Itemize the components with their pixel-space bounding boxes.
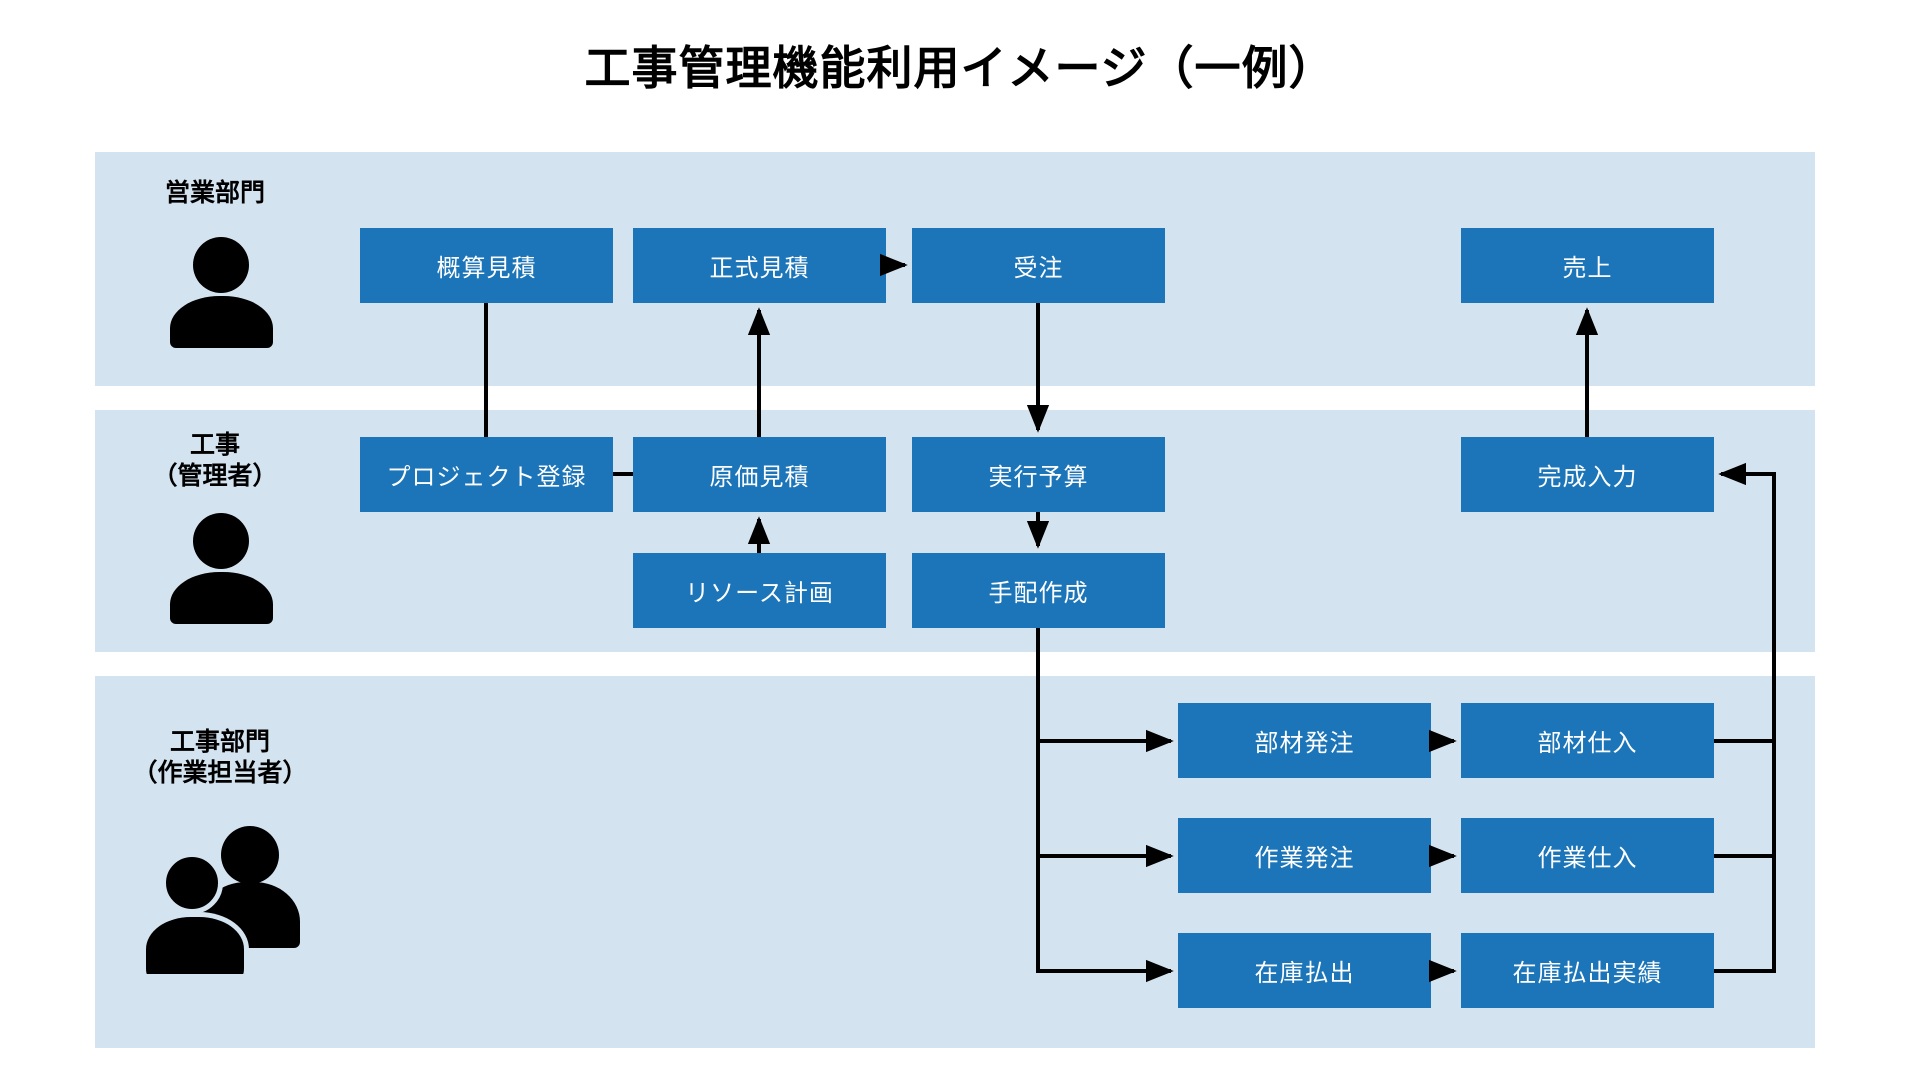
process-box-completion-input[interactable]: 完成入力: [1461, 437, 1714, 512]
swimlane-label-manager: 工事 （管理者）: [110, 430, 320, 493]
process-box-stock-issue-result[interactable]: 在庫払出実績: [1461, 933, 1714, 1008]
swimlane-label-sales: 営業部門: [164, 179, 265, 207]
process-box-sales-amount[interactable]: 売上: [1461, 228, 1714, 303]
swimlane-label-field-line2: （作業担当者）: [132, 759, 308, 788]
process-box-order-received[interactable]: 受注: [912, 228, 1165, 303]
person-head-shape: [193, 237, 249, 293]
swimlane-label-field: 工事部門 （作業担当者）: [100, 727, 340, 790]
process-box-work-purchase[interactable]: 作業仕入: [1461, 818, 1714, 893]
process-box-resource-plan[interactable]: リソース計画: [633, 553, 886, 628]
person-body-shape: [170, 296, 273, 348]
page-title: 工事管理機能利用イメージ（一例）: [584, 42, 1336, 94]
process-box-rough-estimate[interactable]: 概算見積: [360, 228, 613, 303]
person-head-shape-front: [161, 852, 223, 914]
swimlane-label-manager-line1: 工事: [189, 431, 240, 459]
process-box-arrangement-creation[interactable]: 手配作成: [912, 553, 1165, 628]
person-body-shape: [170, 572, 273, 624]
process-box-parts-order[interactable]: 部材発注: [1178, 703, 1431, 778]
process-box-parts-purchase[interactable]: 部材仕入: [1461, 703, 1714, 778]
single-person-icon: [160, 513, 286, 624]
process-box-project-registration[interactable]: プロジェクト登録: [360, 437, 613, 512]
process-box-formal-estimate[interactable]: 正式見積: [633, 228, 886, 303]
person-body-shape-front: [141, 912, 249, 974]
swimlane-label-manager-line2: （管理者）: [152, 462, 278, 491]
process-box-execution-budget[interactable]: 実行予算: [912, 437, 1165, 512]
swimlane-label-field-line1: 工事部門: [169, 728, 270, 756]
process-box-cost-estimate[interactable]: 原価見積: [633, 437, 886, 512]
person-head-shape: [193, 513, 249, 569]
multiple-people-icon: [141, 826, 300, 974]
process-box-stock-issue[interactable]: 在庫払出: [1178, 933, 1431, 1008]
person-head-shape-back: [221, 826, 279, 884]
single-person-icon: [160, 237, 286, 348]
process-box-work-order[interactable]: 作業発注: [1178, 818, 1431, 893]
